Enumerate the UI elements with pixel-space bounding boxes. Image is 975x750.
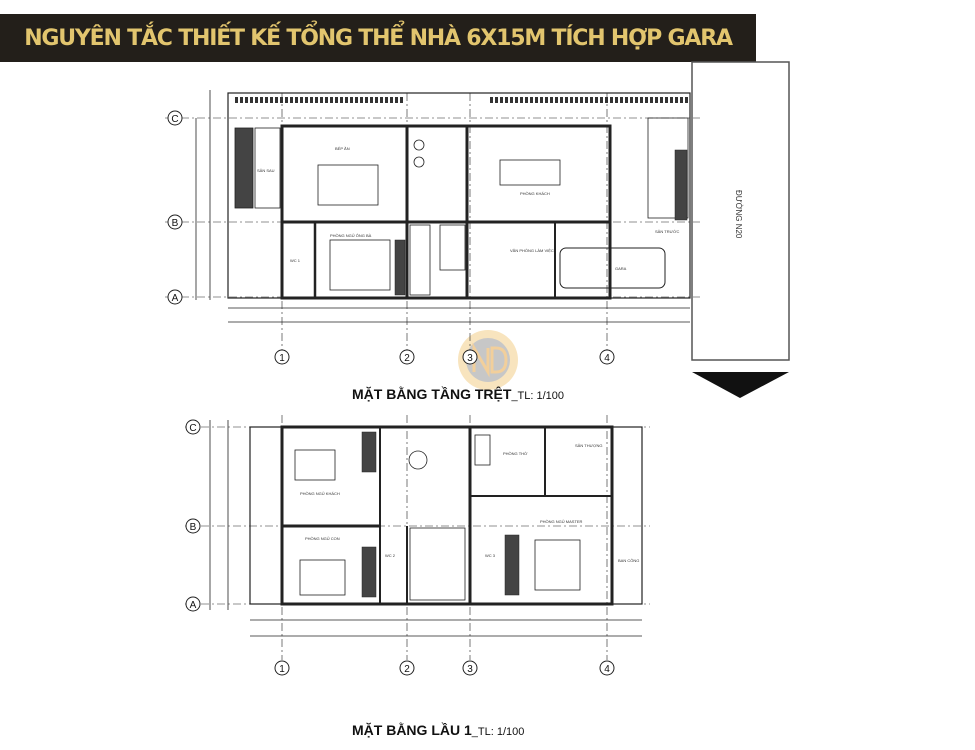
road-label: ĐƯỜNG N20 — [734, 190, 743, 239]
room-label: WC 1 — [290, 258, 301, 263]
road: ĐƯỜNG N20 — [691, 61, 790, 398]
room-label: GARA — [615, 266, 627, 271]
room-label: PHÒNG NGỦ ÔNG BÀ — [330, 233, 372, 238]
svg-text:1: 1 — [279, 664, 285, 675]
room-label: BAN CÔNG — [618, 558, 639, 563]
svg-text:1: 1 — [279, 353, 285, 364]
scale-text: _TL: 1/100 — [511, 390, 565, 402]
first-floor-grid-bubbles: C B A 1 2 3 4 — [185, 419, 615, 676]
caption-text: MẶT BẰNG TẦNG TRỆT — [352, 386, 512, 402]
scale-text: _TL: 1/100 — [471, 726, 525, 738]
ground-floor-room-labels: BẾP ĂN PHÒNG KHÁCH PHÒNG NGỦ ÔNG BÀ VĂN … — [257, 146, 679, 271]
svg-text:4: 4 — [604, 353, 610, 364]
room-label: PHÒNG NGỦ MASTER — [540, 519, 583, 524]
svg-text:C: C — [189, 423, 196, 434]
ground-floor-plan — [165, 90, 700, 350]
entrance-arrow-icon — [692, 372, 789, 398]
caption-text: MẶT BẰNG LẦU 1 — [352, 722, 472, 738]
first-floor-plan — [185, 415, 650, 660]
room-label: WC 2 — [385, 553, 396, 558]
room-label: SÂN TRƯỚC — [655, 229, 679, 234]
svg-text:B: B — [172, 218, 179, 229]
room-label: SÂN THƯỢNG — [575, 443, 602, 448]
room-label: PHÒNG NGỦ CON — [305, 536, 340, 541]
title-banner: NGUYÊN TẮC THIẾT KẾ TỔNG THỂ NHÀ 6X15M T… — [0, 14, 756, 62]
svg-text:A: A — [172, 293, 179, 304]
room-label: PHÒNG NGỦ KHÁCH — [300, 491, 340, 496]
svg-text:2: 2 — [404, 664, 410, 675]
svg-text:C: C — [171, 114, 178, 125]
svg-text:4: 4 — [604, 664, 610, 675]
svg-text:3: 3 — [467, 353, 473, 364]
room-label: PHÒNG THỜ — [503, 451, 528, 456]
first-floor-caption: MẶT BẰNG LẦU 1_TL: 1/100 — [352, 722, 524, 738]
room-label: PHÒNG KHÁCH — [520, 191, 550, 196]
svg-text:A: A — [190, 600, 197, 611]
svg-text:2: 2 — [404, 353, 410, 364]
first-floor-room-labels: PHÒNG NGỦ KHÁCH PHÒNG NGỦ CON PHÒNG THỜ … — [300, 443, 639, 563]
room-label: SÂN SAU — [257, 168, 275, 173]
room-label: WC 3 — [485, 553, 496, 558]
room-label: BẾP ĂN — [335, 146, 350, 151]
svg-text:3: 3 — [467, 664, 473, 675]
svg-text:B: B — [190, 522, 197, 533]
page-title: NGUYÊN TẮC THIẾT KẾ TỔNG THỂ NHÀ 6X15M T… — [24, 25, 733, 51]
ground-floor-caption: MẶT BẰNG TẦNG TRỆT_TL: 1/100 — [352, 386, 564, 402]
ground-floor-grid-bubbles: C B A 1 2 3 4 — [167, 110, 615, 365]
room-label: VĂN PHÒNG LÀM VIỆC — [510, 248, 554, 253]
